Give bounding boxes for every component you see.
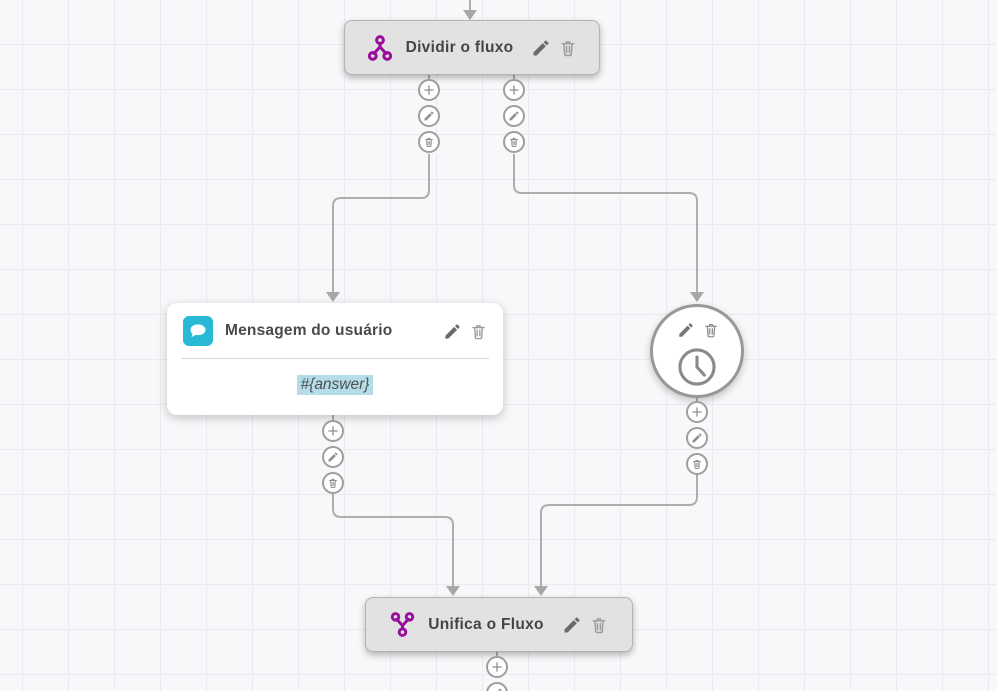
delete-connection-button[interactable]: [322, 472, 344, 494]
edit-pencil-icon[interactable]: [677, 321, 695, 339]
node-divide-flow[interactable]: Dividir o fluxo: [344, 20, 600, 75]
arrowhead-timer: [690, 292, 704, 302]
wire-divide-stubs: [428, 75, 515, 80]
wire-divide-to-timer: [513, 154, 698, 292]
merge-port-stack: [486, 656, 508, 691]
edit-connection-button[interactable]: [486, 682, 508, 691]
delete-trash-icon[interactable]: [589, 615, 609, 635]
card-divider: [181, 358, 489, 359]
wire-message-to-merge: [332, 494, 454, 586]
split-icon: [366, 34, 394, 62]
chat-bubble-icon: [183, 316, 213, 346]
node-title: Mensagem do usuário: [225, 322, 393, 339]
delete-connection-button[interactable]: [686, 453, 708, 475]
add-connection-button[interactable]: [322, 420, 344, 442]
arrowhead-merge-right: [534, 586, 548, 596]
arrowhead-merge-left: [446, 586, 460, 596]
delete-connection-button[interactable]: [503, 131, 525, 153]
edit-pencil-icon[interactable]: [443, 322, 462, 341]
edit-pencil-icon[interactable]: [562, 615, 582, 635]
delete-trash-icon[interactable]: [558, 38, 578, 58]
delete-trash-icon[interactable]: [702, 321, 720, 339]
delete-trash-icon[interactable]: [469, 322, 488, 341]
node-title: Dividir o fluxo: [405, 38, 514, 56]
add-connection-button[interactable]: [686, 401, 708, 423]
arrowhead-message: [326, 292, 340, 302]
merge-icon: [389, 611, 416, 638]
divide-left-port-stack: [418, 79, 440, 153]
add-connection-button[interactable]: [486, 656, 508, 678]
delete-connection-button[interactable]: [418, 131, 440, 153]
wire-divide-to-message: [332, 154, 430, 292]
node-user-message[interactable]: Mensagem do usuário #{answer}: [167, 303, 503, 415]
add-connection-button[interactable]: [418, 79, 440, 101]
edit-pencil-icon[interactable]: [531, 38, 551, 58]
add-connection-button[interactable]: [503, 79, 525, 101]
edit-connection-button[interactable]: [418, 105, 440, 127]
timer-port-stack: [686, 401, 708, 475]
variable-chip: #{answer}: [296, 375, 374, 395]
user-message-body: #{answer}: [167, 359, 503, 411]
node-timer[interactable]: [650, 304, 744, 398]
node-title: Unifica o Fluxo: [428, 615, 544, 633]
node-merge-flow[interactable]: Unifica o Fluxo: [365, 597, 633, 652]
divide-right-port-stack: [503, 79, 525, 153]
edit-connection-button[interactable]: [503, 105, 525, 127]
edit-connection-button[interactable]: [322, 446, 344, 468]
wire-timer-to-merge: [540, 474, 698, 586]
clock-icon: [675, 345, 719, 394]
edit-connection-button[interactable]: [686, 427, 708, 449]
timer-actions: [677, 321, 720, 339]
arrowhead-divide: [463, 10, 477, 20]
message-port-stack: [322, 420, 344, 494]
user-message-header: Mensagem do usuário: [167, 303, 503, 358]
